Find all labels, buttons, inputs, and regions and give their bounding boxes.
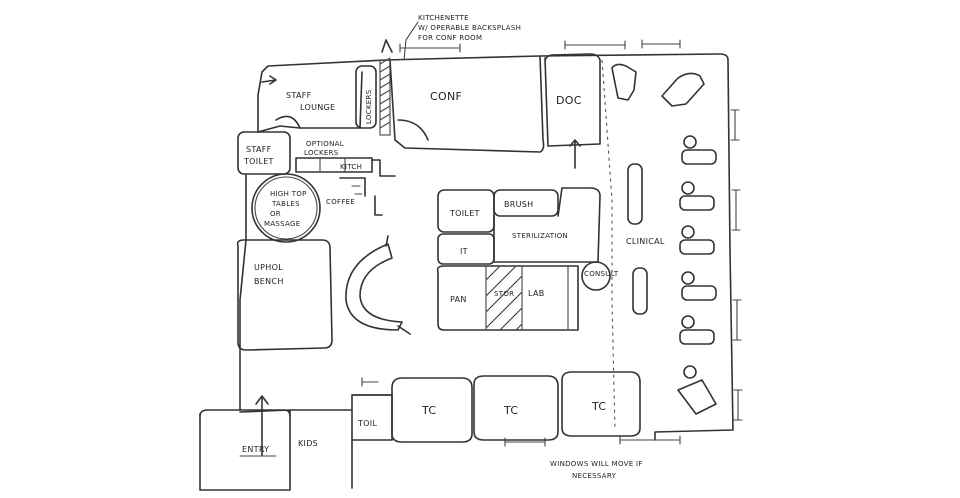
pan-label: PAN bbox=[450, 295, 467, 304]
tc-room-3 bbox=[561, 371, 641, 437]
locker-dividers bbox=[319, 157, 346, 173]
doc-label: DOC bbox=[556, 94, 582, 107]
sterilization-label: STERILIZATION bbox=[512, 232, 568, 240]
lab-label: LAB bbox=[528, 289, 545, 298]
kids-label: KIDS bbox=[298, 439, 318, 448]
building-outline bbox=[199, 53, 734, 491]
toil-box bbox=[351, 394, 393, 441]
coffee-label: COFFEE bbox=[326, 198, 355, 206]
tc-label-1: TC bbox=[421, 404, 436, 417]
high-top-label-2: TABLES bbox=[271, 200, 300, 208]
staff-toilet-box bbox=[237, 131, 291, 175]
kitchenette-note-1: KITCHENETTE bbox=[418, 14, 469, 22]
optional-lockers-box bbox=[295, 157, 373, 173]
desk-ends bbox=[385, 235, 411, 335]
toilet-label: TOILET bbox=[449, 209, 480, 218]
uphol-bench-label-1: UPHOL bbox=[254, 263, 283, 272]
brush-box bbox=[493, 189, 559, 217]
kitch-label: KITCH bbox=[340, 163, 362, 171]
high-top-label-3: OR bbox=[270, 210, 281, 218]
doc-walls bbox=[544, 53, 601, 147]
windows-note-1: WINDOWS WILL MOVE IF bbox=[550, 460, 643, 468]
entry-label: ENTRY bbox=[242, 445, 269, 454]
kitchenette-leader bbox=[403, 21, 419, 61]
coffee-marks bbox=[351, 185, 363, 195]
tc-label-3: TC bbox=[591, 400, 606, 413]
window-marks bbox=[361, 39, 743, 447]
staff-lounge-label-1: STAFF bbox=[286, 91, 312, 100]
consult-label: CONSULT bbox=[584, 270, 619, 278]
optional-lockers-label-1: OPTIONAL bbox=[306, 140, 344, 148]
kitchenette-arrow bbox=[381, 39, 393, 53]
storage-hatch bbox=[485, 265, 523, 331]
clinical-label: CLINICAL bbox=[626, 237, 665, 246]
it-box bbox=[437, 233, 495, 265]
lockers-label: LOCKERS bbox=[365, 89, 373, 124]
consult-circle bbox=[581, 261, 611, 291]
kitchenette-note-3: FOR CONF ROOM bbox=[418, 34, 482, 42]
counter-hatch bbox=[379, 57, 391, 129]
pan-lab-dividers bbox=[485, 265, 569, 331]
reception-desk bbox=[345, 243, 403, 331]
kitch-wall bbox=[371, 159, 396, 177]
doc-arrow bbox=[569, 139, 581, 169]
conf-label: CONF bbox=[430, 90, 462, 103]
high-top-circle-inner bbox=[254, 176, 318, 240]
toil-label: TOIL bbox=[357, 419, 377, 428]
high-top-label-1: HIGH TOP bbox=[270, 190, 307, 198]
kitchenette-note-2: W/ OPERABLE BACKSPLASH bbox=[418, 24, 521, 32]
windows-note-2: NECESSARY bbox=[572, 472, 617, 480]
uphol-bench-label-2: BENCH bbox=[254, 277, 284, 286]
staff-toilet-label-1: STAFF bbox=[246, 145, 272, 154]
conf-walls bbox=[389, 55, 545, 153]
lounge-arrow bbox=[261, 75, 277, 85]
entry-arrow bbox=[255, 395, 269, 456]
sterilization-box bbox=[493, 187, 601, 263]
tc-room-2 bbox=[473, 375, 559, 441]
coffee-wall bbox=[339, 177, 383, 216]
optional-lockers-label-2: LOCKERS bbox=[304, 149, 339, 157]
pan-lab-box bbox=[436, 265, 579, 331]
entry-box bbox=[199, 409, 291, 417]
brush-label: BRUSH bbox=[504, 200, 534, 209]
staff-toilet-label-2: TOILET bbox=[243, 157, 274, 166]
high-top-label-4: MASSAGE bbox=[264, 220, 300, 228]
lockers-box bbox=[355, 65, 377, 129]
clinical-boundary bbox=[601, 59, 616, 431]
it-label: IT bbox=[460, 247, 468, 256]
staff-lounge-walls bbox=[257, 71, 363, 133]
uphol-bench-box bbox=[236, 239, 333, 351]
tc-room-1 bbox=[391, 377, 473, 443]
tc-label-2: TC bbox=[503, 404, 518, 417]
high-top-circle bbox=[251, 173, 321, 243]
staff-lounge-label-2: LOUNGE bbox=[300, 103, 335, 112]
clinical-chairs bbox=[611, 63, 717, 415]
stor-label: STOR bbox=[494, 290, 514, 298]
